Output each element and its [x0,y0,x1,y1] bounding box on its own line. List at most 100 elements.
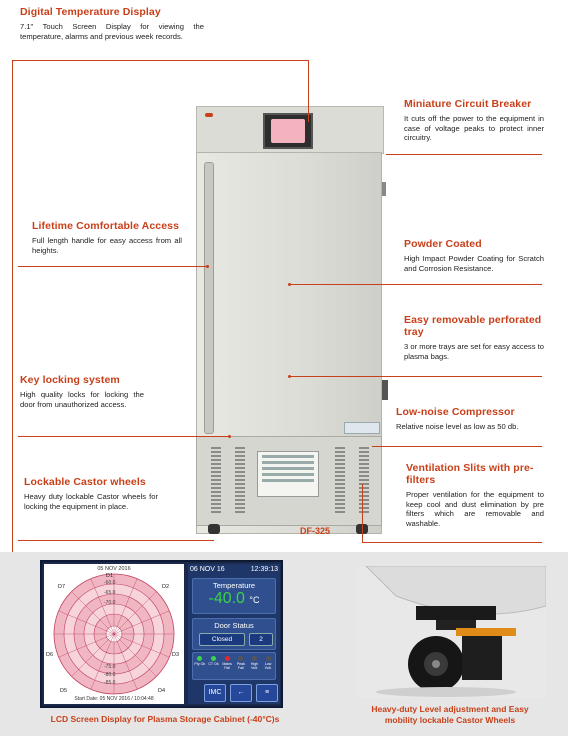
day-label: D7 [58,584,66,590]
ventilation-slit [235,447,245,515]
brand-logo-icon [205,113,213,117]
leader-line [362,484,363,542]
leader-line [362,542,542,543]
feature-text: Heavy duty lockable Castor wheels for lo… [24,492,158,511]
ventilation-slit [335,447,345,515]
plasma-cabinet-image [196,106,388,534]
feature-text: High quality locks for locking the door … [20,390,144,409]
feature-key-lock: Key locking system High quality locks fo… [20,374,144,409]
feature-title: Low-noise Compressor [396,406,515,418]
side-compressor-box [382,380,388,400]
leader-line [290,284,542,285]
leader-line [18,266,208,267]
chart-date: 05 NOV 2016 [97,566,131,572]
leader-line [12,60,308,61]
indicator: High Volt. [248,656,261,670]
indicator: Mains Fail [221,656,234,670]
door-handle [204,162,214,434]
feature-powder-coated: Powder Coated High Impact Powder Coating… [404,238,544,273]
leader-line [12,60,13,628]
castor-wheel-photo [356,566,546,698]
door-status-label: Door Status [214,621,254,630]
cabinet-top-panel [196,106,384,154]
leader-line [18,540,214,541]
feature-title: Key locking system [20,374,120,386]
ventilation-slit [359,447,369,515]
feature-removable-tray: Easy removable perforated tray 3 or more… [404,314,544,361]
feature-title: Lockable Castor wheels [24,476,146,488]
ventilation-slit [211,447,221,515]
ring-label: -80.0 [104,672,116,678]
feature-text: It cuts off the power to the equipment i… [404,114,544,143]
back-button[interactable]: ← [230,684,252,702]
ring-label: -85.0 [104,680,116,686]
feature-text: 7.1" Touch Screen Display for viewing th… [20,22,204,41]
lcd-status-panel: 06 NOV 16 12:39:13 Temperature -40.0 °C … [188,564,280,704]
indicator: Peak Fail [234,656,247,670]
feature-title: Miniature Circuit Breaker [404,98,532,110]
model-number: DF-325 [300,526,331,536]
castor-wheel-illustration [365,566,546,697]
lcd-screen-image: 05 NOV 2016 D7 D1 D2 D6 D3 D5 D4 -60.0 -… [40,560,283,708]
lcd-header: 06 NOV 16 12:39:13 [190,566,278,573]
circular-chart: 05 NOV 2016 D7 D1 D2 D6 D3 D5 D4 -60.0 -… [44,564,184,704]
door-status-value: Closed [199,633,245,646]
specification-plate [257,451,319,497]
castor-caption: Heavy-duty Level adjustment and Easy mob… [371,704,529,725]
leader-line [372,446,542,447]
feature-title: Easy removable perforated tray [404,314,542,338]
day-label: D4 [158,688,166,694]
feature-text: 3 or more trays are set for easy access … [404,342,544,361]
feature-compressor: Low-noise Compressor Relative noise leve… [396,406,546,432]
feature-title: Ventilation Slits with pre-filters [406,462,534,486]
circular-chart-svg [53,573,175,695]
day-label: D6 [46,652,54,658]
leader-line [18,436,230,437]
lcd-time: 12:39:13 [250,566,278,573]
feature-text: Full length handle for easy access from … [32,236,182,255]
feature-title: Digital Temperature Display [20,6,161,18]
leader-line [308,60,309,122]
feature-lifetime-access: Lifetime Comfortable Access Full length … [32,220,182,255]
imc-button[interactable]: IMC [204,684,226,702]
temperature-unit: °C [249,595,260,605]
day-label: D2 [162,584,170,590]
feature-digital-display: Digital Temperature Display 7.1" Touch S… [20,6,204,41]
indicator: Pty Ok [193,656,206,670]
ring-label: -65.0 [104,590,116,596]
circuit-breaker-box [382,182,386,196]
door-count: 2 [249,633,273,646]
feature-text: Relative noise level as low as 50 db. [396,422,519,431]
indicator: CT Ok [207,656,220,670]
day-label: D1 [106,573,114,579]
ring-label: -60.0 [104,580,116,586]
temperature-label: Temperature [212,581,256,590]
leader-line [290,376,542,377]
door-status-panel: Door Status Closed 2 [192,618,276,650]
temperature-value: -40.0 [208,590,245,607]
feature-text: Proper ventilation for the equipment to … [406,490,544,528]
ring-label: -70.0 [104,600,116,606]
touch-screen-display [263,113,313,149]
lcd-date: 06 NOV 16 [190,566,225,573]
feature-text: High Impact Powder Coating for Scratch a… [404,254,544,273]
feature-title: Lifetime Comfortable Access [32,220,180,232]
indicator-list: Pty Ok CT Ok Mains Fail Peak Fail High V… [193,653,275,670]
leader-line [386,154,542,155]
day-label: D5 [60,688,68,694]
indicator-panel: Pty Ok CT Ok Mains Fail Peak Fail High V… [192,652,276,680]
ring-label: -75.0 [104,664,116,670]
indicator: Low Volt. [262,656,275,670]
temperature-panel: Temperature -40.0 °C [192,578,276,614]
chart-start-date: Start Date: 05 NOV 2016 / 10:04:48 [74,696,154,702]
menu-button[interactable]: ≡ [256,684,278,702]
day-label: D3 [172,652,180,658]
castor-wheel [208,524,220,534]
feature-title: Powder Coated [404,238,482,250]
cabinet-base [196,436,382,526]
feature-castor: Lockable Castor wheels Heavy duty lockab… [24,476,158,511]
feature-circuit-breaker: Miniature Circuit Breaker It cuts off th… [404,98,544,143]
feature-ventilation: Ventilation Slits with pre-filters Prope… [406,462,544,528]
brand-badge [344,422,380,434]
lcd-caption: LCD Screen Display for Plasma Storage Ca… [50,714,280,724]
